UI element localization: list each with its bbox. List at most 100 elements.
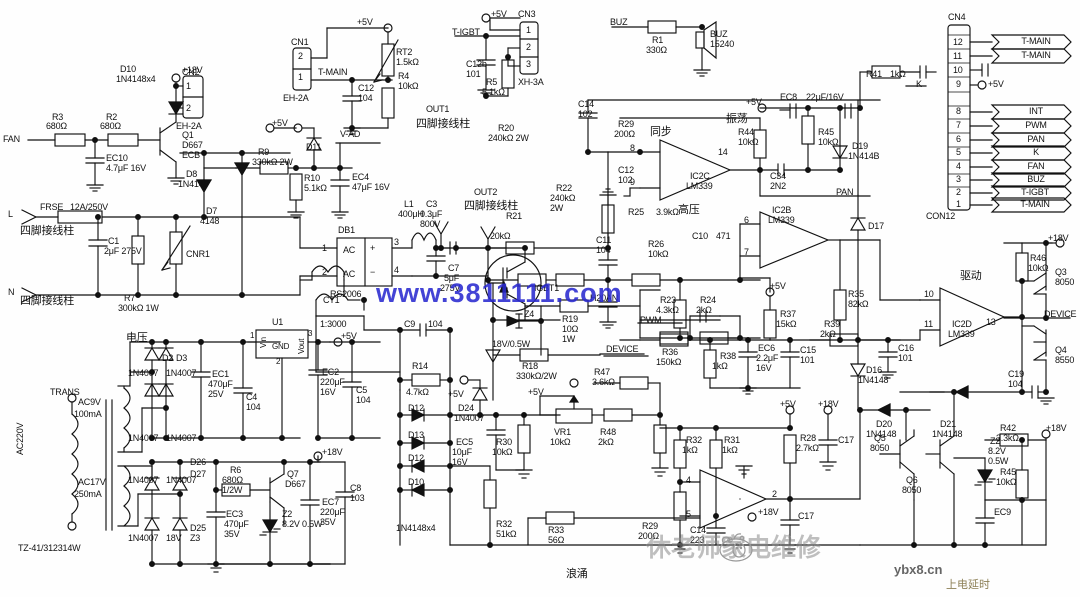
component-EC10-value: 4.7μF 16V: [106, 163, 146, 173]
label-surge: 浪涌: [566, 567, 588, 580]
component-D16-part: 1N4148: [858, 375, 889, 385]
component-EC2-voltage: 16V: [320, 387, 336, 397]
component-R4-ref: R4: [398, 71, 410, 81]
component-CNR1-ref: CNR1: [186, 249, 210, 259]
component-Z2-power: 0.5W: [988, 456, 1009, 466]
connector-CN2-pin2: 2: [186, 103, 191, 113]
component-D19-part: 1N414B: [848, 151, 880, 161]
supply-18v-top: +18V: [182, 65, 203, 75]
component-EC4-value: 47μF 16V: [352, 182, 390, 192]
component-IC2D-part: LM339: [948, 329, 975, 339]
component-R24-value: 10kΩ: [648, 249, 669, 259]
component-C20-ref: C19: [1008, 369, 1024, 379]
component-C7-ref: C8: [350, 483, 362, 493]
component-R41-value: 10kΩ: [818, 137, 839, 147]
component-C12b-ref: C12: [618, 165, 634, 175]
component-EC9-ref: EC9: [994, 507, 1011, 517]
component-Q3-part: 8050: [1055, 277, 1075, 287]
component-EC1-voltage: 25V: [208, 389, 224, 399]
component-D7-part: 1N4148x4: [116, 74, 156, 84]
component-R26-value: 10kΩ: [492, 447, 513, 457]
connector-CN4-id: CN4: [948, 12, 966, 22]
component-EC7-voltage: 35V: [320, 517, 336, 527]
supply-5v-vad: +5V: [272, 118, 288, 128]
cn4-pin-12: 12: [953, 37, 963, 47]
component-D11-ref: D12: [408, 403, 424, 413]
component-EC2-ref: EC2: [322, 367, 339, 377]
component-R9-value: 330kΩ 2W: [252, 157, 293, 167]
component-C1-value: 2μF 275V: [104, 246, 142, 256]
cn4-net-11: T-MAIN: [1021, 50, 1051, 60]
component-D20-ref: D20: [876, 419, 892, 429]
component-Z4-value: 18V/0.5W: [492, 339, 530, 349]
supply-5v-rt12: +5V: [357, 17, 373, 27]
connector-CN1-type: EH-2A: [283, 93, 309, 103]
watermark-bottom-url: ybx8.cn: [894, 562, 943, 577]
cn4-net-6: PAN: [1027, 134, 1045, 144]
component-C11-ref: C12: [358, 83, 374, 93]
component-C12-ref: C12b: [466, 59, 487, 69]
component-Q5-ref: Q5: [874, 433, 886, 443]
component-Z2-value: 8.2V: [988, 446, 1006, 456]
component-D26-ref: D27: [190, 469, 206, 479]
component-R29-value: 200Ω: [638, 531, 659, 541]
component-AC9V-ref: AC9V: [78, 397, 101, 407]
supply-18v-cmp: +18V: [758, 507, 779, 517]
component-R10-value: 5.1kΩ: [304, 183, 327, 193]
component-R1-value: 330Ω: [646, 45, 667, 55]
supply-18v-c19: +18V: [818, 399, 839, 409]
component-EC5-value: 10μF: [452, 447, 472, 457]
component-C15-value: 101: [800, 355, 815, 365]
component-TRANS-ref: TRANS: [50, 387, 80, 397]
component-R3-ref: R3: [52, 112, 64, 122]
component-D25-part: 1N4007: [128, 475, 159, 485]
cmp-pin5: 5: [686, 509, 691, 519]
u1-pin3: 3: [308, 329, 313, 338]
cn4-net-5: K: [1033, 147, 1039, 157]
component-R6-ref: R6: [230, 465, 242, 475]
component-Q4-ref: Q4: [1055, 345, 1067, 355]
label-oscillator: 振荡: [726, 112, 748, 125]
net-label-tmain-cn1: T-MAIN: [318, 67, 348, 77]
component-R15-power: 1W: [562, 334, 576, 344]
component-AC17V-value: 250mA: [74, 489, 102, 499]
component-R33-ref: R35: [848, 289, 864, 299]
component-IC2C-ref: IC2C: [690, 171, 710, 181]
component-RT12-value: 1.5kΩ: [396, 57, 419, 67]
component-FRSE-ref: FRSE: [40, 202, 64, 212]
component-C14-ref: C14: [690, 525, 706, 535]
cn4-net-3: BUZ: [1027, 174, 1045, 184]
component-EC6-ref: EC6: [758, 343, 775, 353]
component-R15-ref: R19: [562, 314, 578, 324]
net-label-buz: BUZ: [610, 17, 628, 27]
connector-CN2-type: EH-2A: [176, 121, 202, 131]
component-R20-ref: R22: [556, 183, 572, 193]
component-C8-value: 104: [428, 319, 443, 329]
component-C1-ref: C1: [108, 236, 120, 246]
component-R35-value: 15kΩ: [776, 319, 797, 329]
net-label-device-2: DEVICE: [1044, 309, 1077, 319]
net-label-device-1: DEVICE: [606, 344, 639, 354]
component-R5-ref: R5: [486, 77, 498, 87]
component-R46-ref: R47: [594, 367, 610, 377]
component-R9-ref: R9: [258, 147, 270, 157]
component-D12-ref: D12: [408, 453, 424, 463]
supply-5v-vr1: +5V: [528, 387, 544, 397]
component-IC2C-part: LM339: [686, 181, 713, 191]
component-R14-ref: R18: [522, 361, 538, 371]
component-R3-value: 680Ω: [46, 121, 67, 131]
u1-gnd: GND: [272, 342, 290, 351]
component-R34-value: 150kΩ: [656, 357, 682, 367]
component-R18-value: 240kΩ 2W: [488, 133, 529, 143]
component-AC17V-ref: AC17V: [78, 477, 106, 487]
component-EC8-ref: EC8: [780, 92, 797, 102]
component-D24-ref: D25: [190, 523, 206, 533]
component-R14-value: 330kΩ/2W: [516, 371, 557, 381]
component-IGBT1-part: H20AN: [590, 293, 619, 303]
component-R25-ref: R29: [618, 119, 634, 129]
component-D16-ref: D16: [866, 365, 882, 375]
net-label-tigbt: T-IGBT: [452, 27, 480, 37]
component-C10-value: 104: [596, 245, 611, 255]
component-R36-ref: R38: [720, 351, 736, 361]
component-C3-value: 0.3μF: [420, 209, 443, 219]
